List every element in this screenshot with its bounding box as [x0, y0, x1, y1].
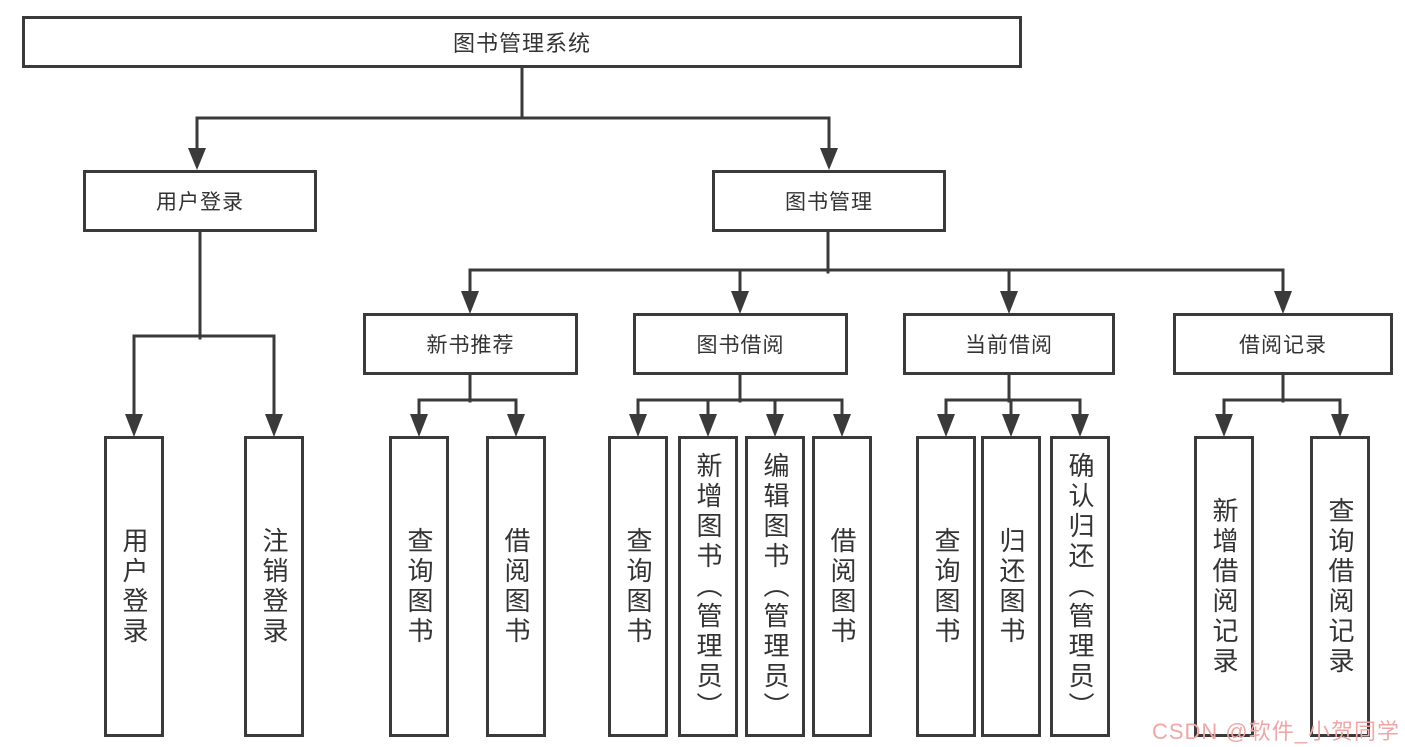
node-current-borrowing: 当前借阅 [903, 313, 1115, 375]
csdn-watermark: CSDN @软件_小贺同学 [1151, 719, 1400, 744]
node-label: 查询图书 [931, 526, 961, 647]
leaf-query-books: 查询图书 [916, 436, 976, 737]
node-label: 新增借阅记录 [1209, 496, 1239, 677]
leaf-query-borrow-record: 查询借阅记录 [1310, 436, 1370, 737]
leaf-borrow-books: 借阅图书 [812, 436, 872, 737]
node-label: 当前借阅 [965, 334, 1053, 357]
leaf-confirm-return-admin: 确认归还（管理员） [1050, 436, 1110, 737]
node-label: 图书管理 [785, 191, 873, 214]
node-borrowing-records: 借阅记录 [1173, 313, 1393, 375]
leaf-return-books: 归还图书 [981, 436, 1041, 737]
node-label: 图书管理系统 [452, 31, 591, 56]
leaf-logout: 注销登录 [244, 436, 304, 737]
leaf-add-borrow-record: 新增借阅记录 [1194, 436, 1254, 737]
node-library-system: 图书管理系统 [22, 16, 1022, 68]
node-label: 借阅记录 [1239, 334, 1327, 357]
node-label: 借阅图书 [501, 526, 531, 647]
leaf-borrow-books: 借阅图书 [486, 436, 546, 737]
node-label: 查询借阅记录 [1325, 496, 1355, 677]
node-label: 新增图书（管理员） [693, 451, 723, 722]
leaf-query-books: 查询图书 [608, 436, 668, 737]
node-label: 归还图书 [996, 526, 1026, 647]
node-user-login: 用户登录 [83, 170, 317, 232]
node-label: 查询图书 [404, 526, 434, 647]
node-label: 用户登录 [119, 526, 149, 647]
node-label: 借阅图书 [827, 526, 857, 647]
node-label: 新书推荐 [426, 334, 515, 357]
node-label: 查询图书 [623, 526, 653, 647]
leaf-add-books-admin: 新增图书（管理员） [678, 436, 738, 737]
node-new-book-recommend: 新书推荐 [363, 313, 578, 375]
leaf-user-login: 用户登录 [104, 436, 164, 737]
node-book-borrowing: 图书借阅 [633, 313, 848, 375]
node-label: 注销登录 [259, 526, 289, 647]
node-label: 编辑图书（管理员） [760, 451, 790, 722]
node-label: 确认归还（管理员） [1065, 451, 1095, 722]
leaf-edit-books-admin: 编辑图书（管理员） [745, 436, 805, 737]
leaf-query-books: 查询图书 [389, 436, 449, 737]
node-label: 用户登录 [156, 191, 244, 214]
node-book-management: 图书管理 [712, 170, 946, 232]
node-label: 图书借阅 [696, 334, 785, 357]
